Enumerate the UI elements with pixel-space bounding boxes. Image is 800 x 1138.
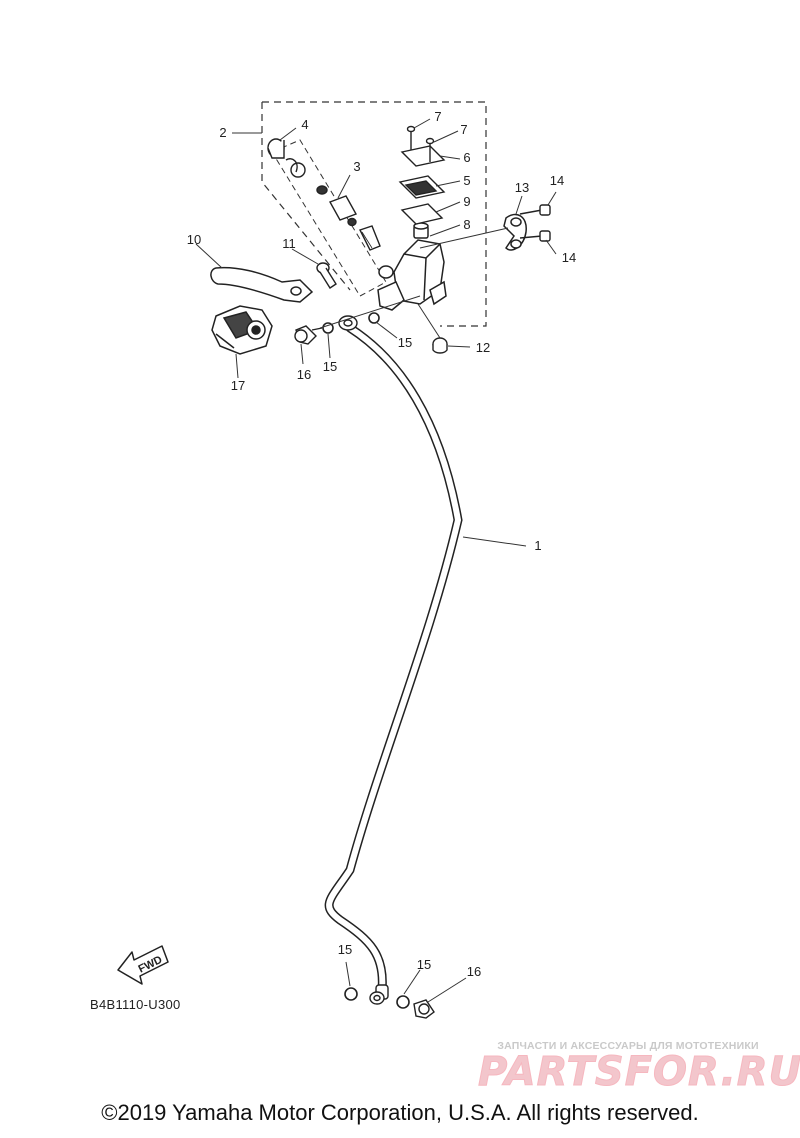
washer-top-left (322, 322, 334, 334)
hose-banjo-bottom (369, 984, 389, 1005)
callout-7a: 7 (434, 109, 442, 124)
union-bolt-top (294, 325, 323, 345)
piston-kit (316, 185, 381, 251)
callout-3: 3 (353, 159, 361, 174)
lever-pivot-bolt (316, 262, 337, 289)
callout-15c: 15 (337, 942, 353, 957)
brake-hose-inner (326, 325, 462, 993)
reservoir-cap-parts (398, 145, 446, 225)
lever-holder (211, 305, 273, 355)
brake-lever (210, 266, 314, 303)
callout-14b: 14 (561, 250, 577, 265)
leader-lines (195, 118, 557, 1003)
boot-and-circlip (267, 138, 306, 178)
watermark-tagline: ЗАПЧАСТИ И АКСЕССУАРЫ ДЛЯ МОТОТЕХНИКИ (497, 1040, 759, 1052)
callout-15a: 15 (397, 335, 413, 350)
callout-4: 4 (301, 117, 309, 132)
callout-13: 13 (514, 180, 530, 195)
watermark: ЗАПЧАСТИ И АКСЕССУАРЫ ДЛЯ МОТОТЕХНИКИ PA… (478, 1040, 800, 1095)
copyright-notice: ©2019 Yamaha Motor Corporation, U.S.A. A… (101, 1100, 699, 1125)
washer-top-right (368, 312, 380, 324)
callout-11: 11 (282, 236, 296, 251)
washer-bottom-left (344, 987, 358, 1001)
fwd-arrow-icon: FWD (117, 945, 169, 985)
callout-7b: 7 (460, 122, 468, 137)
callout-6: 6 (463, 150, 471, 165)
callout-1: 1 (534, 538, 542, 553)
callout-16a: 16 (296, 367, 312, 382)
master-cylinder-body (377, 222, 447, 311)
grommet (432, 337, 448, 354)
handlebar-clamp (503, 213, 527, 251)
union-bolt-bottom (413, 999, 435, 1019)
callout-12: 12 (475, 340, 491, 355)
callout-10: 10 (186, 232, 202, 247)
master-cylinder-kit-dashed-outline (271, 139, 387, 297)
washer-bottom-right (396, 995, 410, 1009)
hose-banjo-top (338, 315, 358, 331)
brake-hose (324, 323, 463, 995)
callout-15b: 15 (322, 359, 338, 374)
cap-screws (406, 125, 435, 162)
callout-14a: 14 (549, 173, 565, 188)
assembly-axis-lines (319, 227, 509, 339)
callout-5: 5 (463, 173, 471, 188)
callout-8: 8 (463, 217, 471, 232)
callout-2: 2 (219, 125, 227, 140)
callout-15d: 15 (416, 957, 432, 972)
callout-9: 9 (463, 194, 471, 209)
assembly-dashed-outline (261, 101, 487, 327)
diagram-reference-code: B4B1110-U300 (90, 997, 181, 1012)
watermark-brand: PARTSFOR.RU (478, 1049, 800, 1095)
callout-16b: 16 (466, 964, 482, 979)
callout-17: 17 (230, 378, 246, 393)
clamp-bolts (519, 204, 551, 242)
